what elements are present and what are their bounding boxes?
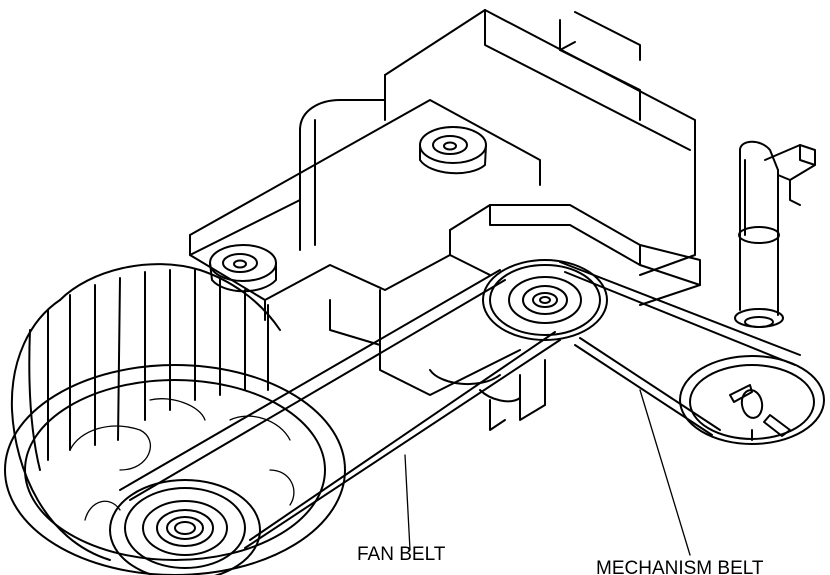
mounting-bracket bbox=[189, 99, 541, 321]
mechanism-belt-label: MECHANISM BELT bbox=[596, 558, 764, 575]
mechanism-belt-leader-line bbox=[639, 389, 691, 556]
motor-housing bbox=[299, 9, 696, 276]
mechanism-belt bbox=[559, 261, 801, 436]
fan-belt-label: FAN BELT bbox=[357, 544, 446, 565]
fan-belt bbox=[119, 269, 561, 549]
actuator-shaft bbox=[734, 140, 816, 328]
fan-pulley bbox=[109, 479, 261, 575]
motor-base-plate bbox=[329, 204, 701, 431]
mechanism-pulley bbox=[679, 355, 825, 445]
fan-belt-leader-line bbox=[404, 454, 411, 551]
blower-fan bbox=[4, 263, 346, 575]
motor-pulley bbox=[482, 259, 608, 341]
